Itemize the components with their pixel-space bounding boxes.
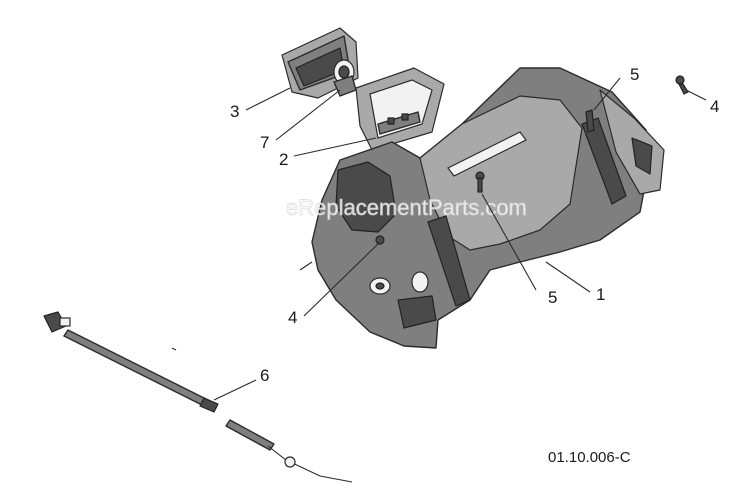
headlight-bracket: [355, 67, 445, 151]
callout-6: 6: [260, 366, 269, 385]
callout-3: 3: [230, 102, 239, 121]
callout-5-lower: 5: [548, 288, 557, 307]
hood-panel: [299, 67, 665, 349]
callout-2: 2: [279, 150, 288, 169]
callout-4-upper: 4: [710, 97, 719, 116]
leader-lines: [213, 77, 707, 401]
pin-bolt-upper: [585, 109, 595, 133]
pin-bolt-center: [475, 171, 485, 193]
callout-5-upper: 5: [630, 65, 639, 84]
watermark: eReplacementParts.com: [286, 195, 527, 220]
cable-harness: [43, 311, 353, 483]
callout-1: 1: [596, 285, 605, 304]
callout-7: 7: [260, 133, 269, 152]
screw-center: [375, 235, 385, 245]
screw-upper-right: [675, 75, 689, 95]
callout-4-lower: 4: [288, 308, 297, 327]
drawing-code: 01.10.006-C: [548, 449, 631, 466]
